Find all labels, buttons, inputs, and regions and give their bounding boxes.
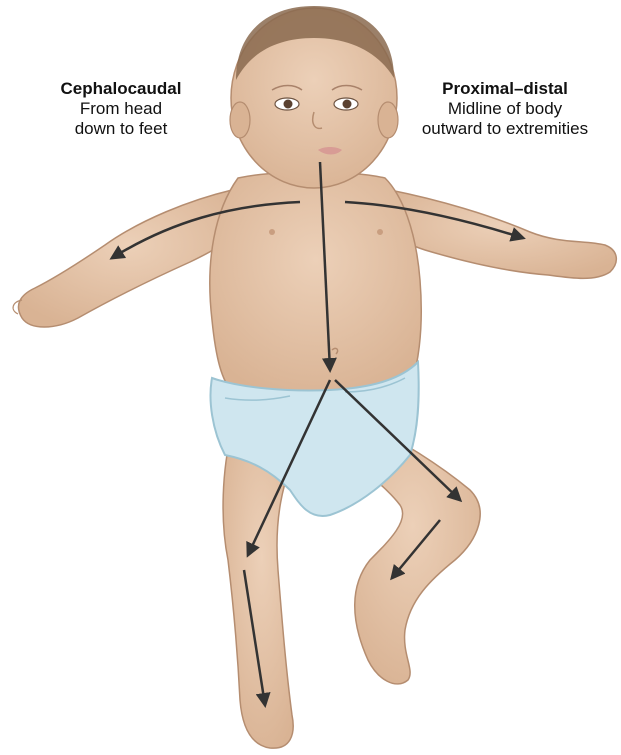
cephalocaudal-title: Cephalocaudal — [36, 78, 206, 99]
torso — [210, 172, 421, 392]
proximal-distal-title: Proximal–distal — [390, 78, 620, 99]
head — [230, 6, 398, 188]
left-arm — [13, 190, 238, 327]
right-arm — [386, 190, 616, 278]
proximal-distal-desc-line1: Midline of body — [390, 99, 620, 119]
cephalocaudal-desc-line1: From head — [36, 99, 206, 119]
cephalocaudal-label: Cephalocaudal From head down to feet — [36, 78, 206, 139]
proximal-distal-desc-line2: outward to extremities — [390, 119, 620, 139]
proximal-distal-label: Proximal–distal Midline of body outward … — [390, 78, 620, 139]
cephalocaudal-desc-line2: down to feet — [36, 119, 206, 139]
